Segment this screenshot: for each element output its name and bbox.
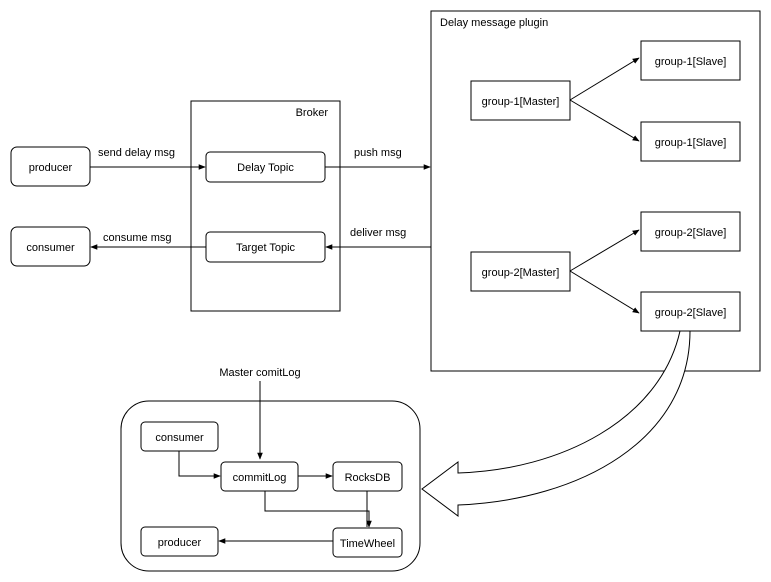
expand-arrow	[421, 330, 691, 517]
broker-title: Broker	[296, 107, 329, 119]
consume-label: consume msg	[103, 232, 171, 244]
group2-replicate-a	[569, 229, 640, 272]
group1-replicate-a	[569, 57, 640, 101]
group2-master-label: group-2[Master]	[482, 267, 560, 279]
group1-master-label: group-1[Master]	[482, 96, 560, 108]
detail-timewheel-label: TimeWheel	[340, 538, 395, 550]
deliver-label: deliver msg	[350, 227, 406, 239]
consumer-to-commitlog	[178, 451, 221, 479]
group1-slave-b-box	[640, 121, 741, 162]
group1-master-box	[470, 80, 571, 121]
plugin-title: Delay message plugin	[440, 17, 548, 29]
group2-slave-b-box	[640, 291, 741, 332]
group2-replicate-b	[569, 270, 640, 314]
detail-producer-box	[140, 526, 219, 557]
consumer-label: consumer	[26, 242, 75, 254]
detail-commitlog-label: commitLog	[233, 472, 287, 484]
consumer-box	[10, 226, 91, 267]
send-label: send delay msg	[98, 147, 175, 159]
commitlog-to-timewheel	[264, 491, 372, 528]
push-label: push msg	[354, 147, 402, 159]
group2-slave-b-label: group-2[Slave]	[655, 307, 727, 319]
group2-slave-a-label: group-2[Slave]	[655, 227, 727, 239]
detail-producer-label: producer	[158, 537, 202, 549]
broker-container	[190, 100, 341, 312]
group1-slave-b-label: group-1[Slave]	[655, 137, 727, 149]
group2-slave-a-box	[640, 211, 741, 252]
master-commitlog-label: Master comitLog	[219, 367, 300, 379]
delay-topic-label: Delay Topic	[237, 162, 294, 174]
group1-slave-a-box	[640, 40, 741, 81]
detail-timewheel-box	[332, 527, 403, 558]
producer-label: producer	[29, 162, 73, 174]
target-topic-label: Target Topic	[236, 242, 296, 254]
detail-rocksdb-label: RocksDB	[345, 472, 391, 484]
detail-consumer-label: consumer	[155, 432, 204, 444]
group1-slave-a-label: group-1[Slave]	[655, 56, 727, 68]
group1-replicate-b	[569, 99, 640, 142]
